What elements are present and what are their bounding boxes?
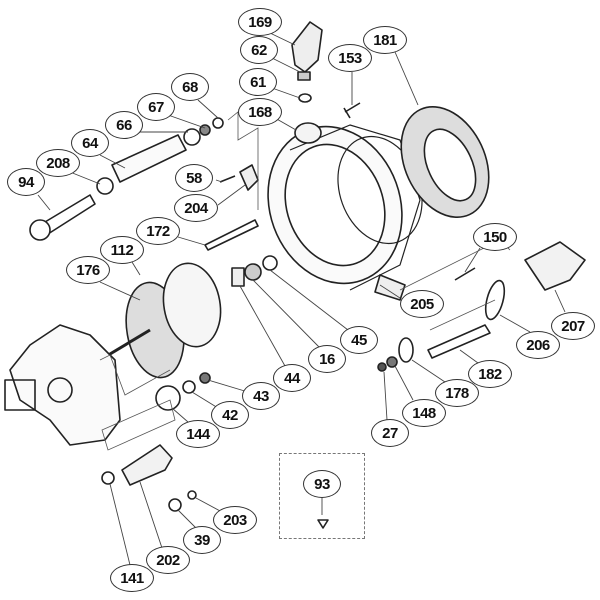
part-182 [427, 324, 491, 359]
plate-part-181 [400, 105, 490, 219]
part-207 [524, 241, 586, 291]
part-callout-207: 207 [551, 312, 595, 340]
part-16 [244, 263, 262, 281]
part-callout-61: 61 [239, 68, 277, 96]
part-callout-67: 67 [137, 93, 175, 121]
part-153 [343, 102, 361, 119]
part-callout-153: 153 [328, 44, 372, 72]
part-callout-66: 66 [105, 111, 143, 139]
part-202 [121, 444, 173, 486]
part-203 [187, 490, 197, 500]
part-callout-181: 181 [363, 26, 407, 54]
sideplate-part-176 [99, 262, 222, 379]
part-42 [182, 380, 196, 394]
part-callout-182: 182 [468, 360, 512, 388]
part-callout-68: 68 [171, 73, 209, 101]
part-callout-64: 64 [71, 129, 109, 157]
housing-part [4, 324, 121, 446]
part-172 [204, 219, 259, 251]
part-callout-39: 39 [183, 526, 221, 554]
part-141 [101, 471, 115, 485]
part-callout-93: 93 [303, 470, 341, 498]
part-callout-27: 27 [371, 419, 409, 447]
part-43 [199, 372, 211, 384]
part-61 [298, 93, 312, 103]
part-68 [212, 117, 224, 129]
part-callout-44: 44 [273, 364, 311, 392]
part-150 [454, 267, 476, 281]
part-callout-178: 178 [435, 379, 479, 407]
part-62 [297, 71, 311, 81]
part-144 [155, 385, 181, 411]
part-callout-150: 150 [473, 223, 517, 251]
frame-part [267, 124, 423, 301]
part-39 [168, 498, 182, 512]
part-callout-205: 205 [400, 290, 444, 318]
part-148 [386, 356, 398, 368]
part-callout-148: 148 [402, 399, 446, 427]
part-callout-43: 43 [242, 382, 280, 410]
part-callout-169: 169 [238, 8, 282, 36]
part-178 [398, 337, 414, 363]
part-64 [111, 134, 187, 183]
part-callout-58: 58 [175, 164, 213, 192]
part-callout-141: 141 [110, 564, 154, 592]
part-callout-176: 176 [66, 256, 110, 284]
optional-part-box [279, 453, 365, 539]
part-208 [96, 177, 114, 195]
part-callout-62: 62 [240, 36, 278, 64]
part-66 [183, 128, 201, 146]
part-callout-202: 202 [146, 546, 190, 574]
part-callout-172: 172 [136, 217, 180, 245]
part-callout-94: 94 [7, 168, 45, 196]
part-58 [219, 175, 236, 183]
part-callout-208: 208 [36, 149, 80, 177]
part-callout-42: 42 [211, 401, 249, 429]
part-callout-45: 45 [340, 326, 378, 354]
part-206 [484, 279, 506, 321]
part-callout-204: 204 [174, 194, 218, 222]
part-168 [294, 122, 322, 144]
part-169 [291, 21, 323, 73]
part-45 [262, 255, 278, 271]
part-93 [317, 519, 329, 529]
leader-lines [37, 32, 566, 566]
part-27 [377, 362, 387, 372]
part-callout-144: 144 [176, 420, 220, 448]
part-callout-16: 16 [308, 345, 346, 373]
part-callout-206: 206 [516, 331, 560, 359]
part-callout-168: 168 [238, 98, 282, 126]
part-callout-112: 112 [100, 236, 144, 264]
part-callout-203: 203 [213, 506, 257, 534]
part-44 [231, 267, 245, 287]
